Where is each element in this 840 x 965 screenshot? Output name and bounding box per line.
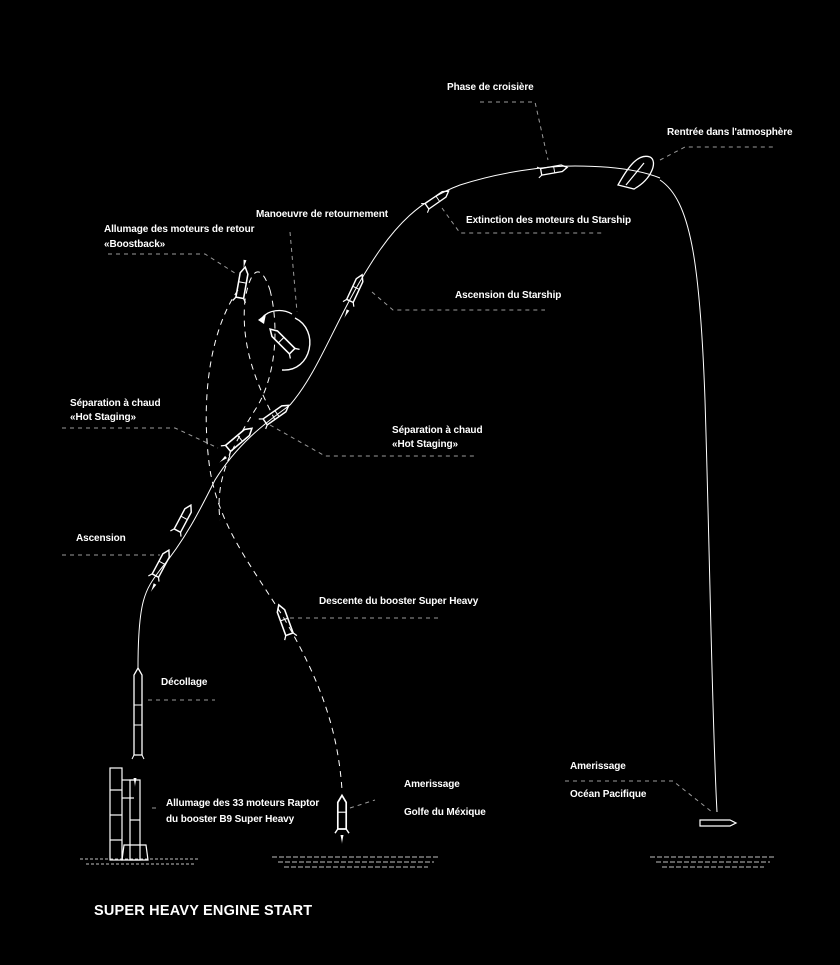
label-ascent: Ascension xyxy=(76,533,126,544)
label-splashdown-ship-1: Amerissage xyxy=(570,761,626,772)
label-boostback-1: Allumage des moteurs de retour xyxy=(104,224,255,235)
flip-arc xyxy=(281,317,311,371)
label-hot-staging-right-2: «Hot Staging» xyxy=(392,439,458,450)
label-splashdown-booster-1: Amerissage xyxy=(404,779,460,790)
label-engine-start-1: Allumage des 33 moteurs Raptor xyxy=(166,798,320,809)
ascent-trajectory xyxy=(137,404,291,669)
label-splashdown-ship-2: Océan Pacifique xyxy=(570,789,647,800)
starship-trajectory xyxy=(289,165,661,406)
label-boostback-2: «Boostback» xyxy=(104,239,166,250)
label-hot-staging-left-2: «Hot Staging» xyxy=(70,412,136,423)
label-splashdown-booster-2: Golfe du Méxique xyxy=(404,807,486,818)
label-flip: Manoeuvre de retournement xyxy=(256,209,388,220)
label-booster-descent: Descente du booster Super Heavy xyxy=(319,596,479,607)
leader-lines xyxy=(62,101,775,813)
label-reentry: Rentrée dans l'atmosphère xyxy=(667,127,793,138)
booster-flip-path xyxy=(243,271,276,421)
label-hot-staging-left-1: Séparation à chaud xyxy=(70,398,161,409)
label-hot-staging-right-1: Séparation à chaud xyxy=(392,425,483,436)
reentry-trajectory xyxy=(659,179,718,813)
splashed-ship xyxy=(699,819,738,827)
reentry-ship xyxy=(617,155,655,190)
ground-lines xyxy=(80,856,775,868)
label-liftoff: Décollage xyxy=(161,677,208,688)
label-starship-ascent: Ascension du Starship xyxy=(455,290,562,301)
booster-return-path xyxy=(218,289,276,521)
liftoff-rocket xyxy=(131,666,145,760)
label-ses-cutoff: Extinction des moteurs du Starship xyxy=(466,215,631,226)
flip-arrow xyxy=(261,309,293,319)
figure-caption: SUPER HEAVY ENGINE START xyxy=(94,903,313,919)
booster-boostback-path xyxy=(205,289,343,791)
label-engine-start-2: du booster B9 Super Heavy xyxy=(166,814,295,825)
label-cruise: Phase de croisière xyxy=(447,82,534,93)
launch-tower xyxy=(109,767,149,861)
